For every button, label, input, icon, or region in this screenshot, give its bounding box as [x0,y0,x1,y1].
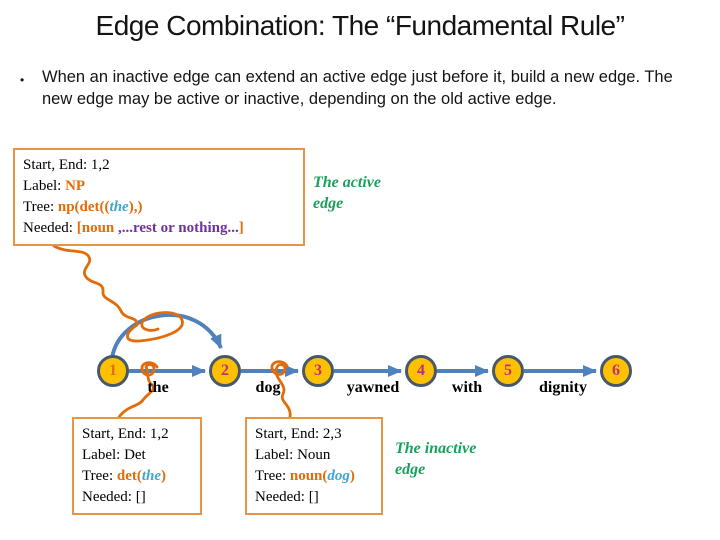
np-start-end: Start, End: 1,2 [23,157,110,173]
sentence-word-the: the [147,379,169,396]
chart-node-4: 4 [405,355,437,387]
det-label: Label: Det [82,447,146,463]
chart-node-1: 1 [97,355,129,387]
slide-title: Edge Combination: The “Fundamental Rule” [95,10,625,41]
sentence-word-yawned: yawned [346,379,400,396]
active-caption-line1: The active [313,174,381,191]
chart-node-2: 2 [209,355,241,387]
sentence-word-dog: dog [255,379,281,396]
bullet-marker: • [20,73,25,87]
chart-node-3: 3 [302,355,334,387]
active-edge-info-box: Start, End: 1,2 Label: NP Tree: np(det((… [13,148,305,246]
det-tree: Tree: det(the) [82,468,167,484]
np-needed: Needed: [noun ,...rest or nothing...] [23,220,244,236]
chart-node-6: 6 [600,355,632,387]
active-caption-line2: edge [313,195,344,212]
bullet-text: When an inactive edge can extend an acti… [42,68,673,108]
bullet-item: • When an inactive edge can extend an ac… [20,66,696,110]
noun-label: Label: Noun [255,447,331,463]
inactive-edge-caption: The inactive edge [395,438,476,480]
noun-start-end: Start, End: 2,3 [255,426,342,442]
noun-needed: Needed: [] [255,489,319,505]
callout-squiggle-active-edge [52,244,184,343]
active-edge-caption: The active edge [313,172,381,214]
np-label: Label: NP [23,178,86,194]
inactive-caption-line2: edge [395,461,426,478]
det-start-end: Start, End: 1,2 [82,426,169,442]
noun-edge-info-box: Start, End: 2,3 Label: Noun Tree: noun(d… [245,417,383,515]
noun-tree: Tree: noun(dog) [255,468,355,484]
np-tree: Tree: np(det((the),) [23,199,143,215]
det-edge-info-box: Start, End: 1,2 Label: Det Tree: det(the… [72,417,202,515]
chart-node-5: 5 [492,355,524,387]
inactive-caption-line1: The inactive [395,440,477,457]
det-needed: Needed: [] [82,489,146,505]
sentence-word-with: with [451,379,483,396]
sentence-word-dignity: dignity [538,379,588,396]
active-edge-arc [110,312,223,359]
